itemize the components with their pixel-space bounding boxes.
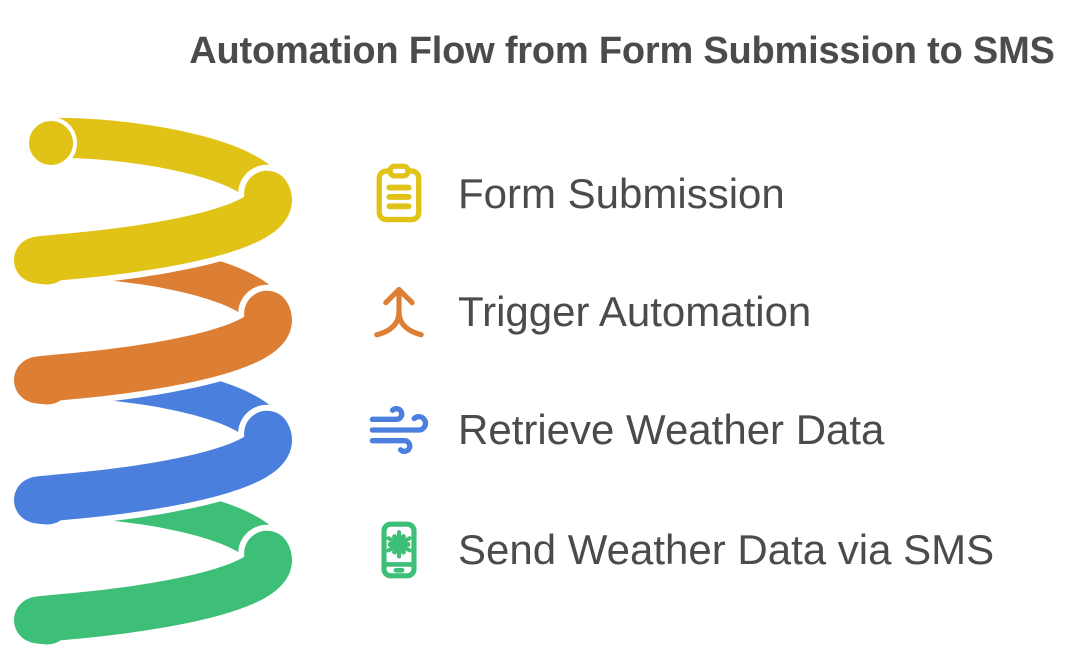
step-label: Form Submission xyxy=(458,170,785,217)
spiral-turn-1-front xyxy=(14,290,292,405)
spiral-turn-3-front xyxy=(14,530,292,645)
step-label: Retrieve Weather Data xyxy=(458,406,885,453)
merge-arrow-up-icon xyxy=(360,270,438,354)
step-row-trigger-automation: Trigger Automation xyxy=(360,270,1080,354)
smartphone-snowflake-icon xyxy=(360,508,438,592)
spiral-coil-svg xyxy=(8,117,298,650)
step-label: Send Weather Data via SMS xyxy=(458,526,995,573)
step-row-send-sms: Send Weather Data via SMS xyxy=(360,508,1080,592)
step-row-form-submission: Form Submission xyxy=(360,152,1080,236)
spiral-coil-graphic xyxy=(0,0,340,650)
clipboard-icon xyxy=(360,152,438,236)
step-label: Trigger Automation xyxy=(458,288,812,335)
spiral-turn-2-front xyxy=(14,410,292,525)
page-title: Automation Flow from Form Submission to … xyxy=(189,30,1055,72)
steps-list: Form Submission Trigger Automation Retri… xyxy=(360,0,1080,650)
wind-icon xyxy=(360,388,438,472)
snowflake-glyph xyxy=(386,530,412,559)
spiral-end-cap xyxy=(25,117,77,169)
spiral-turn-0-front xyxy=(14,170,292,285)
step-row-retrieve-weather: Retrieve Weather Data xyxy=(360,388,1080,472)
